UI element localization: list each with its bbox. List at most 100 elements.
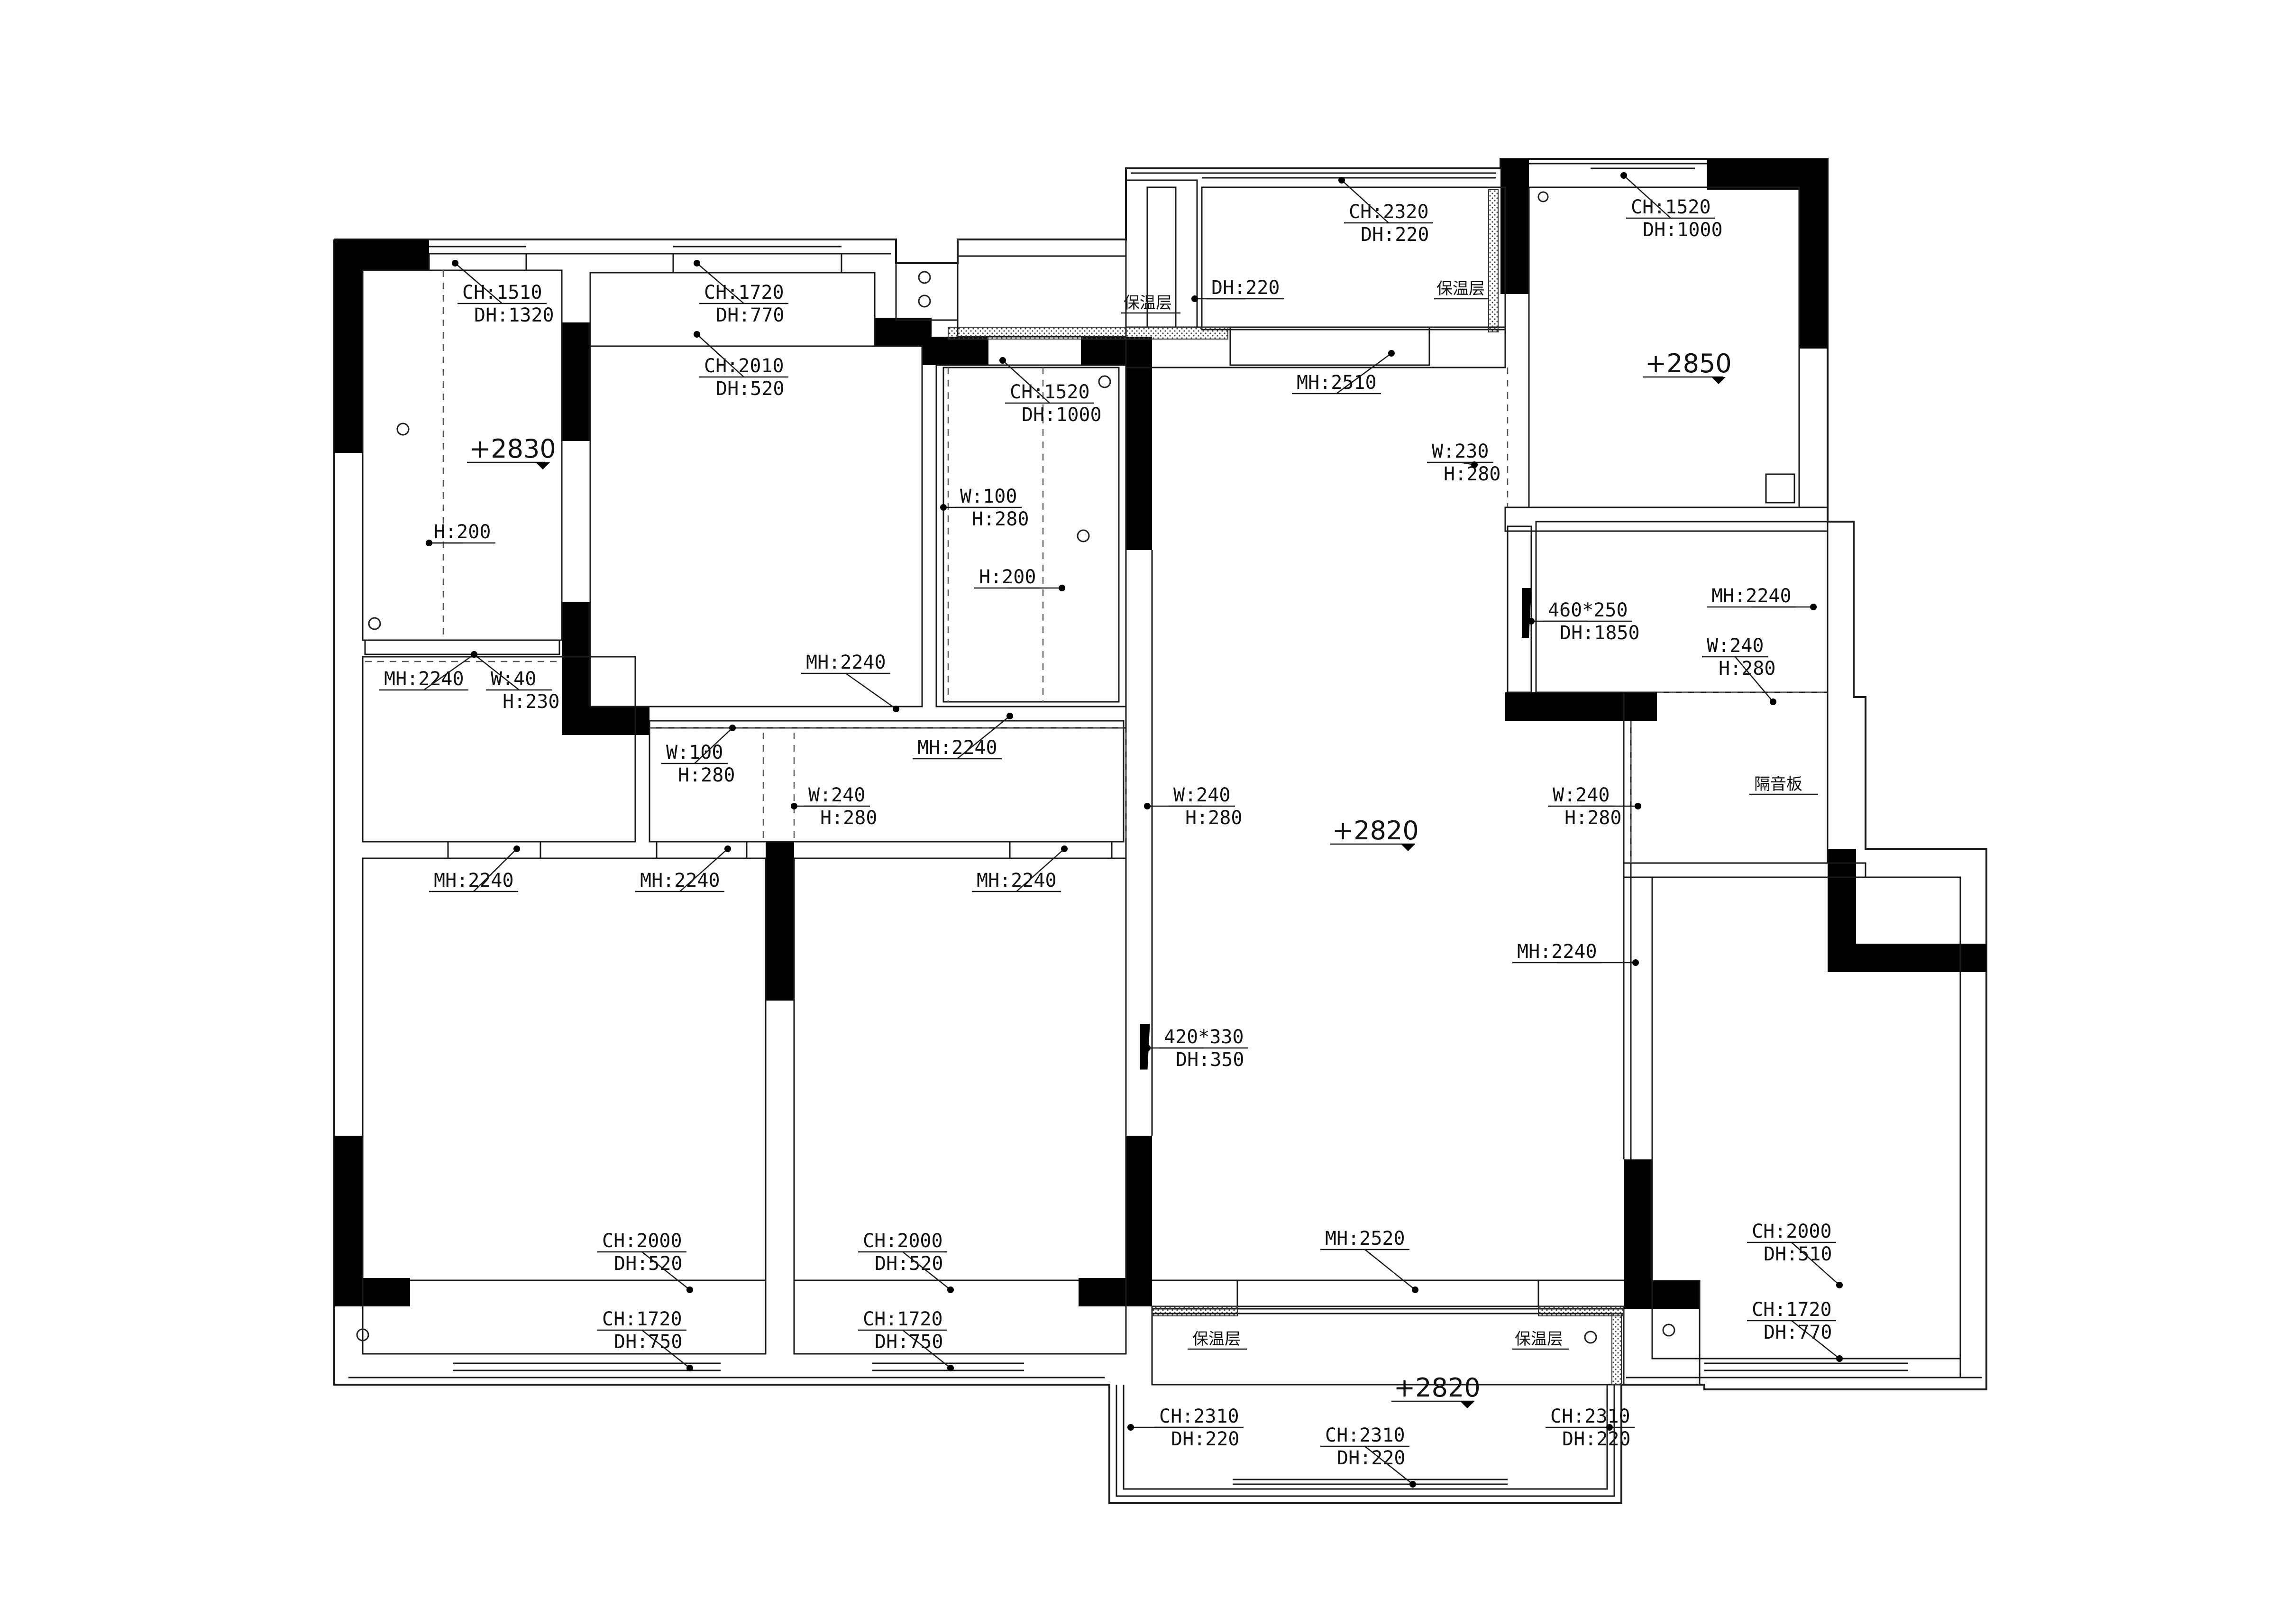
dimension-label-mh2240-a: MH:2240 <box>801 652 899 712</box>
dimension-text: MH:2240 <box>977 870 1057 891</box>
dimension-text: DH:1000 <box>1643 219 1723 241</box>
dimension-text: CH:2010 <box>704 355 784 377</box>
leader-dot <box>1412 1286 1418 1293</box>
floor-drain-icon <box>368 617 381 630</box>
dimension-text: DH:220 <box>1361 224 1429 246</box>
dimension-text: H:280 <box>1185 807 1242 829</box>
dimension-text: W:230 <box>1432 441 1489 462</box>
dimension-text: DH:220 <box>1211 277 1280 299</box>
dimension-text: CH:2310 <box>1325 1424 1405 1446</box>
dimension-text: W:240 <box>1553 784 1610 806</box>
svg-text:+2820: +2820 <box>1332 816 1419 845</box>
floor-drain-icon <box>1662 1323 1675 1337</box>
dimension-text: W:240 <box>1707 635 1764 657</box>
dimension-text: H:230 <box>503 691 559 713</box>
leader-dot <box>1144 1045 1151 1051</box>
level-balcony: +2820 <box>1391 1373 1481 1408</box>
leader-dot <box>940 504 947 511</box>
dimension-label-mh2240-f: MH:2240 <box>972 845 1068 892</box>
dimension-labels: CH:1510DH:1320CH:1720DH:770CH:2010DH:520… <box>379 172 1843 1488</box>
dimension-text: DH:220 <box>1337 1447 1406 1469</box>
dimension-text: CH:2000 <box>863 1230 943 1252</box>
dimension-label-mh2240-c: MH:2240 <box>379 651 477 691</box>
dimension-label-mh2240-e: MH:2240 <box>635 845 731 892</box>
level-bedroom-nw: +2830 <box>467 434 556 469</box>
leader-dot <box>947 1286 954 1293</box>
leader-dot <box>426 540 432 546</box>
leader-dot <box>947 1365 954 1371</box>
dimension-text: H:280 <box>972 508 1029 530</box>
leader-dot <box>1338 177 1345 184</box>
dimension-label-mh2510: MH:2510 <box>1292 350 1395 395</box>
dimension-text: DH:1850 <box>1560 622 1640 644</box>
level-bath-ne: +2850 <box>1643 349 1732 384</box>
dimension-label-mh2240-b: MH:2240 <box>913 713 1013 760</box>
dimension-text: CH:2320 <box>1349 201 1429 223</box>
dimension-text: 420*330 <box>1164 1026 1244 1048</box>
dimension-text: DH:1000 <box>1022 404 1102 426</box>
leader-dot <box>1620 172 1627 179</box>
leader-dot <box>1061 845 1068 852</box>
dimension-text: MH:2520 <box>1325 1228 1405 1250</box>
outer-walls <box>333 158 1987 1504</box>
structural-walls <box>334 159 1986 1309</box>
dimension-text: DH:1320 <box>474 304 554 326</box>
leader-dot <box>1127 1424 1134 1431</box>
dimension-text: CH:2310 <box>1159 1406 1239 1427</box>
floor-drain-icon <box>1584 1331 1597 1344</box>
leader-dot <box>513 845 520 852</box>
dimension-text: DH:520 <box>716 378 785 400</box>
leader-dot <box>1528 618 1535 625</box>
dimension-label-w40: W:40H:230 <box>471 651 559 713</box>
dimension-text: H:200 <box>434 521 491 543</box>
dimension-text: DH:770 <box>1764 1322 1832 1343</box>
dimension-text: DH:750 <box>614 1331 683 1353</box>
dimension-text: CH:1520 <box>1631 196 1711 218</box>
leader-dot <box>1471 461 1478 468</box>
leader-dot <box>1836 1282 1843 1288</box>
notes: 保温层 保温层 保温层 保温层 隔音板 <box>1121 279 1818 1350</box>
pipe-icon <box>1537 191 1549 202</box>
pipe-icon <box>918 271 931 284</box>
leader-dot <box>724 845 731 852</box>
leader-dot <box>1191 295 1198 302</box>
dimension-text: MH:2240 <box>917 737 997 759</box>
dashed-lines <box>365 270 1828 863</box>
dimension-text: CH:1510 <box>462 282 542 303</box>
note-insulation: 保温层 <box>1436 279 1485 298</box>
note-insulation: 保温层 <box>1124 294 1172 312</box>
level-living: +2820 <box>1330 816 1419 851</box>
dimension-text: CH:1720 <box>704 282 784 303</box>
insulation-strips <box>948 189 1624 1385</box>
dimension-text: DH:520 <box>875 1253 943 1275</box>
dimension-text: MH:2510 <box>1297 372 1377 394</box>
dimension-text: CH:1720 <box>602 1308 682 1330</box>
dimension-text: CH:2310 <box>1550 1406 1630 1427</box>
dimension-text: W:240 <box>808 784 865 806</box>
dimension-text: W:240 <box>1173 784 1230 806</box>
leader-dot <box>694 260 700 266</box>
dimension-label-h200-mid: H:200 <box>974 566 1065 591</box>
leader-dot <box>729 725 736 731</box>
vent-icon <box>1522 588 1531 638</box>
dimension-text: CH:2000 <box>602 1230 682 1252</box>
pipe-icon <box>1098 375 1111 388</box>
dimension-text: H:280 <box>1564 807 1621 829</box>
dimension-text: DH:520 <box>614 1253 683 1275</box>
